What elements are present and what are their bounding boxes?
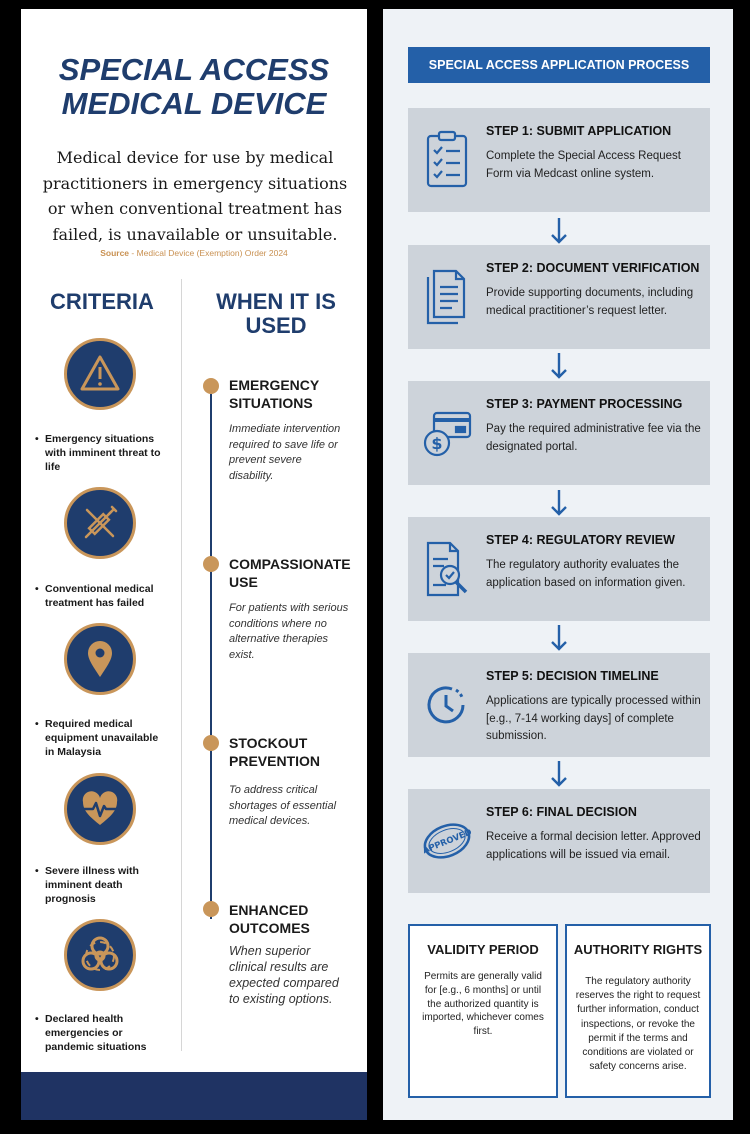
- use-desc: Immediate intervention required to save …: [229, 423, 341, 482]
- use-title: ENHANCED OUTCOMES: [229, 902, 310, 936]
- use-title: STOCKOUT PREVENTION: [229, 735, 321, 769]
- arrow-down-icon: [551, 218, 567, 244]
- rights-text: The regulatory authority reserves the ri…: [575, 976, 701, 1073]
- left-panel: SPECIAL ACCESS MEDICAL DEVICE Medical de…: [21, 9, 367, 1120]
- step-title: STEP 1: SUBMIT APPLICATION: [486, 124, 672, 138]
- step-title: STEP 6: FINAL DECISION: [486, 805, 637, 819]
- step-card: STEP 2: DOCUMENT VERIFICATION Provide su…: [408, 245, 710, 349]
- arrow-down-icon: [551, 490, 567, 516]
- step-card: APPROVED STEP 6: FINAL DECISION Receive …: [408, 789, 710, 893]
- use-desc: For patients with serious conditions whe…: [229, 602, 349, 661]
- when-used-heading: WHEN IT IS USED: [216, 289, 336, 338]
- checklist-icon: [426, 130, 468, 188]
- criteria-item: Required medical equipment unavailable i…: [35, 717, 167, 759]
- biohazard-icon: [64, 919, 136, 991]
- step-title: STEP 5: DECISION TIMELINE: [486, 669, 659, 683]
- svg-text:$: $: [431, 434, 442, 453]
- step-desc: Pay the required administrative fee via …: [486, 423, 701, 453]
- approved-stamp-icon: APPROVED: [421, 823, 473, 859]
- step-title: STEP 3: PAYMENT PROCESSING: [486, 397, 683, 411]
- timeline-line: [210, 394, 212, 919]
- criteria-item: Emergency situations with imminent threa…: [35, 432, 167, 474]
- use-title: COMPASSIONATE USE: [229, 556, 351, 590]
- timeline-dot: [203, 556, 219, 572]
- use-desc: To address critical shortages of essenti…: [229, 784, 337, 827]
- step-title: STEP 2: DOCUMENT VERIFICATION: [486, 261, 700, 275]
- use-desc: When superior clinical results are expec…: [229, 944, 339, 1006]
- step-desc: Provide supporting documents, including …: [486, 287, 694, 317]
- step-desc: Complete the Special Access Request Form…: [486, 150, 681, 180]
- validity-title: VALIDITY PERIOD: [427, 942, 539, 957]
- step-card: STEP 1: SUBMIT APPLICATION Complete the …: [408, 108, 710, 212]
- footer-bar: [21, 1072, 367, 1120]
- heartbeat-icon: [64, 773, 136, 845]
- step-card: $ STEP 3: PAYMENT PROCESSING Pay the req…: [408, 381, 710, 485]
- page-title: SPECIAL ACCESS MEDICAL DEVICE: [58, 52, 330, 121]
- rights-title: AUTHORITY RIGHTS: [573, 942, 703, 957]
- step-title: STEP 4: REGULATORY REVIEW: [486, 533, 675, 547]
- criteria-item: Declared health emergencies or pandemic …: [35, 1012, 167, 1054]
- validity-period-box: VALIDITY PERIOD Permits are generally va…: [408, 924, 558, 1098]
- clock-icon: [427, 686, 465, 724]
- criteria-item: Severe illness with imminent death progn…: [35, 864, 167, 906]
- location-pin-icon: [64, 623, 136, 695]
- step-card: STEP 5: DECISION TIMELINE Applications a…: [408, 653, 710, 757]
- process-heading: SPECIAL ACCESS APPLICATION PROCESS: [408, 47, 710, 83]
- column-divider: [181, 279, 182, 1051]
- payment-card-icon: $: [423, 411, 472, 457]
- step-desc: Receive a formal decision letter. Approv…: [486, 831, 701, 861]
- arrow-down-icon: [551, 625, 567, 651]
- right-panel: SPECIAL ACCESS APPLICATION PROCESS STEP …: [383, 9, 733, 1120]
- timeline-dot: [203, 735, 219, 751]
- criteria-item: Conventional medical treatment has faile…: [35, 582, 167, 610]
- source-note: Source - Medical Device (Exemption) Orde…: [100, 248, 288, 258]
- criteria-heading: CRITERIA: [50, 289, 154, 314]
- step-desc: Applications are typically processed wit…: [486, 695, 701, 742]
- documents-icon: [426, 269, 466, 325]
- definition-text: Medical device for use by medical practi…: [42, 148, 348, 244]
- validity-text: Permits are generally valid for [e.g., 6…: [422, 971, 544, 1038]
- crossed-syringe-icon: [64, 487, 136, 559]
- arrow-down-icon: [551, 761, 567, 787]
- step-desc: The regulatory authority evaluates the a…: [486, 559, 686, 589]
- timeline-dot: [203, 901, 219, 917]
- step-card: STEP 4: REGULATORY REVIEW The regulatory…: [408, 517, 710, 621]
- warning-icon: [64, 338, 136, 410]
- document-review-icon: [426, 541, 468, 597]
- use-title: EMERGENCY SITUATIONS: [229, 377, 319, 411]
- timeline-dot: [203, 378, 219, 394]
- authority-rights-box: AUTHORITY RIGHTS The regulatory authorit…: [565, 924, 711, 1098]
- arrow-down-icon: [551, 353, 567, 379]
